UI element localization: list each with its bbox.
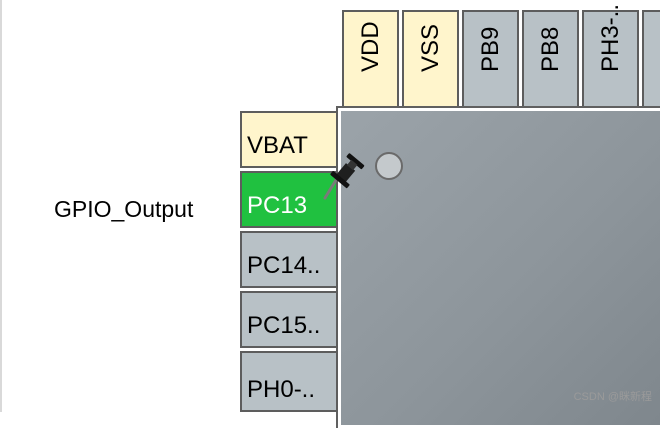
pin-pc15[interactable]: PC15.. [240, 291, 338, 348]
pin-label: PH0-.. [247, 376, 316, 403]
pin-pc13[interactable]: PC13 [240, 171, 338, 228]
pin-label: PH3-.. [596, 3, 624, 72]
pin-vbat[interactable]: VBAT [240, 111, 338, 168]
pin-label: VDD [356, 21, 384, 72]
pin-ph3[interactable]: PH3-.. [582, 4, 639, 108]
watermark: CSDN @眯新程 [573, 391, 652, 403]
pin-signal-label[interactable]: GPIO_Output [54, 196, 194, 222]
pin-label: PC13 [247, 192, 308, 219]
pin-label: VBAT [247, 132, 308, 159]
pin-label: VSS [416, 23, 444, 72]
pin-vss[interactable]: VSS [402, 10, 459, 108]
pin-ph0[interactable]: PH0-.. [240, 351, 338, 412]
pin-pb8[interactable]: PB8 [522, 10, 579, 108]
pushpin-icon[interactable] [322, 150, 368, 202]
left-border [0, 0, 2, 412]
pin-vdd[interactable]: VDD [342, 10, 399, 108]
pin-label: PC14.. [247, 252, 321, 279]
pin1-marker [375, 152, 403, 180]
pin-next-partial[interactable] [642, 10, 660, 108]
pin-label: PB9 [476, 26, 504, 72]
pin-label: PC15.. [247, 312, 321, 339]
pin-pc14[interactable]: PC14.. [240, 231, 338, 288]
pin-pb9[interactable]: PB9 [462, 10, 519, 108]
pin-label: PB8 [536, 26, 564, 72]
